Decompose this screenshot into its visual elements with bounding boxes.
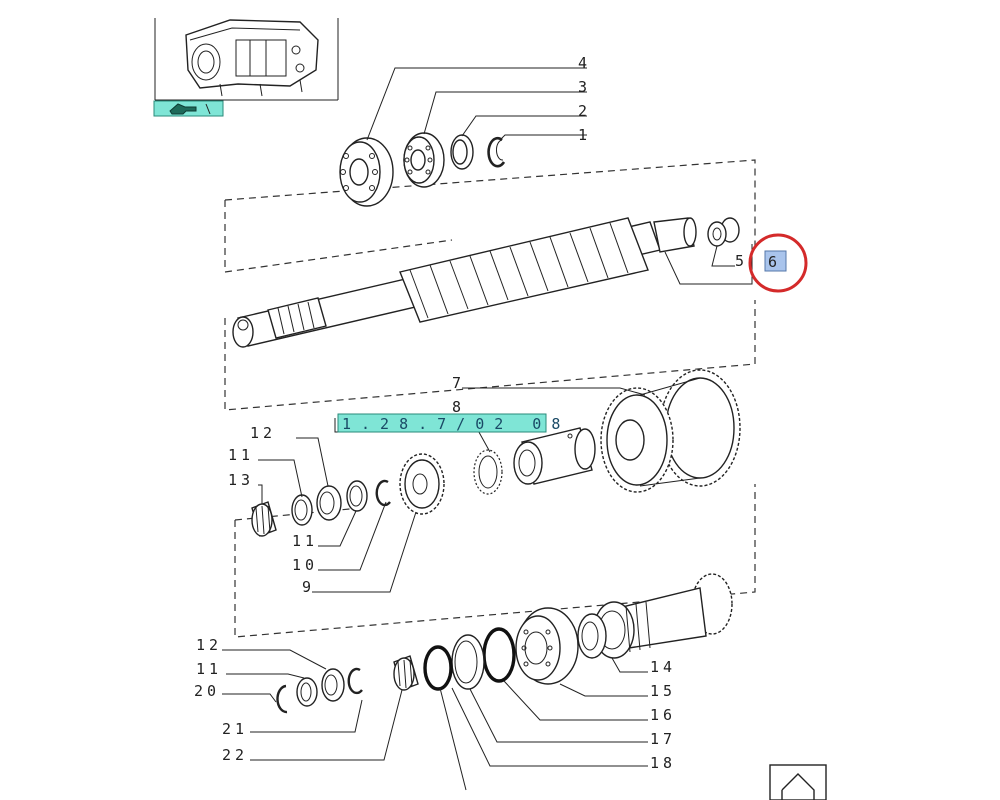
callout-labels: 1 2 3 4 5 7 8 9 10 11 11 12 13 12 11 20 … [194,54,748,772]
callout-8[interactable]: 8 [452,398,465,416]
part-race-12b[interactable] [321,668,345,702]
home-button[interactable] [769,764,827,800]
callout-9[interactable]: 9 [302,578,315,596]
part-synchro-ring[interactable] [473,449,503,495]
callout-16[interactable]: 16 [650,706,676,724]
leader-lines [222,67,753,791]
part-seal-ring-17[interactable] [451,634,485,690]
part-double-gear-7[interactable] [600,369,741,493]
reference-tag-text[interactable]: 1.28.7/02 08 [342,415,570,433]
part-seal-ring-16[interactable] [482,627,516,683]
callout-10[interactable]: 10 [292,556,318,574]
part-bush-5[interactable] [707,217,740,247]
reference-tag-link[interactable]: 1.28.7/02 08 [337,413,570,433]
part-bearing-race-12a[interactable] [316,485,342,521]
callout-15[interactable]: 15 [650,682,676,700]
part-needle-bearing-13[interactable] [251,501,277,537]
part-bearing-4[interactable] [339,137,394,207]
part-circlip-1[interactable] [487,136,506,168]
part-main-shaft-6[interactable] [232,217,697,348]
part-needle-bearing-22[interactable] [393,655,419,691]
callout-11c[interactable]: 11 [196,660,222,678]
selection-circle [748,233,808,293]
callout-2[interactable]: 2 [578,102,591,120]
callout-14[interactable]: 14 [650,658,676,676]
back-navigation-chip[interactable] [153,100,224,117]
callout-6[interactable]: 6 [768,253,781,271]
hand-pointer-icon [169,103,197,115]
overview-thumbnail[interactable] [154,18,339,101]
selected-callout-6[interactable]: 6 [748,233,808,293]
gearbox-housing-thumbnail [185,19,319,97]
part-sleeve-8[interactable] [513,427,596,485]
part-gear-9[interactable] [399,453,445,515]
callout-7[interactable]: 7 [452,374,465,392]
callout-13[interactable]: 13 [228,471,254,489]
part-washer-11c[interactable] [296,677,318,707]
part-bearing-3[interactable] [403,132,445,188]
callout-1[interactable]: 1 [578,126,591,144]
part-circlip-10[interactable] [375,479,391,507]
part-bearing-15[interactable] [515,607,579,685]
callout-18[interactable]: 18 [650,754,676,772]
callout-21[interactable]: 21 [222,720,248,738]
house-outline-icon [781,773,815,800]
part-oring-18[interactable] [423,645,453,691]
part-circlip-20[interactable] [276,684,288,714]
callout-11b[interactable]: 11 [228,446,254,464]
part-output-shaft-14[interactable] [577,573,733,659]
part-washer-11b[interactable] [291,494,313,526]
callout-12a[interactable]: 12 [250,424,276,442]
callout-4[interactable]: 4 [578,54,591,72]
callout-12b[interactable]: 12 [196,636,222,654]
callout-3[interactable]: 3 [578,78,591,96]
callout-17[interactable]: 17 [650,730,676,748]
part-washer-2[interactable] [450,134,474,170]
part-circlip-21[interactable] [347,667,363,695]
part-washer-11a[interactable] [346,480,368,512]
callout-11a[interactable]: 11 [292,532,318,550]
callout-20[interactable]: 20 [194,682,220,700]
callout-22[interactable]: 22 [222,746,248,764]
callout-5[interactable]: 5 [735,252,748,270]
